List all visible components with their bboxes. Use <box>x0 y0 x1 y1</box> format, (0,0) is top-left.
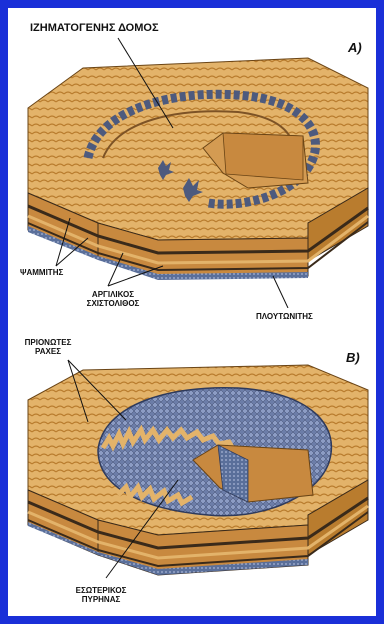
label-sedimentary-dome: ΙΖΗΜΑΤΟΓΕΝΗΣ ΔΟΜΟΣ <box>30 22 159 35</box>
label-sandstone: ΨΑΜΜΙΤΗΣ <box>20 268 63 277</box>
block-diagram-b <box>8 330 376 610</box>
diagram-panel: ΙΖΗΜΑΤΟΓΕΝΗΣ ΔΟΜΟΣ A) ΨΑΜΜΙΤΗΣ ΑΡΓΙΛΙΚΟΣ… <box>8 8 376 616</box>
label-shale-line1: ΑΡΓΙΛΙΚΟΣ <box>78 290 148 299</box>
block-diagram-a <box>8 8 376 308</box>
panel-a-letter: A) <box>348 40 362 55</box>
label-serrated-ridges-line2: ΡΑΧΕΣ <box>18 347 78 356</box>
label-shale: ΑΡΓΙΛΙΚΟΣ ΣΧΙΣΤΟΛΙΘΟΣ <box>78 290 148 308</box>
label-inner-core-line2: ΠΥΡΗΝΑΣ <box>66 595 136 604</box>
label-pluton: ΠΛΟΥΤΩΝΙΤΗΣ <box>256 312 313 321</box>
label-inner-core-line1: ΕΣΩΤΕΡΙΚΟΣ <box>66 586 136 595</box>
label-shale-line2: ΣΧΙΣΤΟΛΙΘΟΣ <box>78 299 148 308</box>
label-inner-core: ΕΣΩΤΕΡΙΚΟΣ ΠΥΡΗΝΑΣ <box>66 586 136 604</box>
label-serrated-ridges: ΠΡΙΟΝΩΤΕΣ ΡΑΧΕΣ <box>18 338 78 356</box>
panel-b-letter: B) <box>346 350 360 365</box>
label-serrated-ridges-line1: ΠΡΙΟΝΩΤΕΣ <box>18 338 78 347</box>
